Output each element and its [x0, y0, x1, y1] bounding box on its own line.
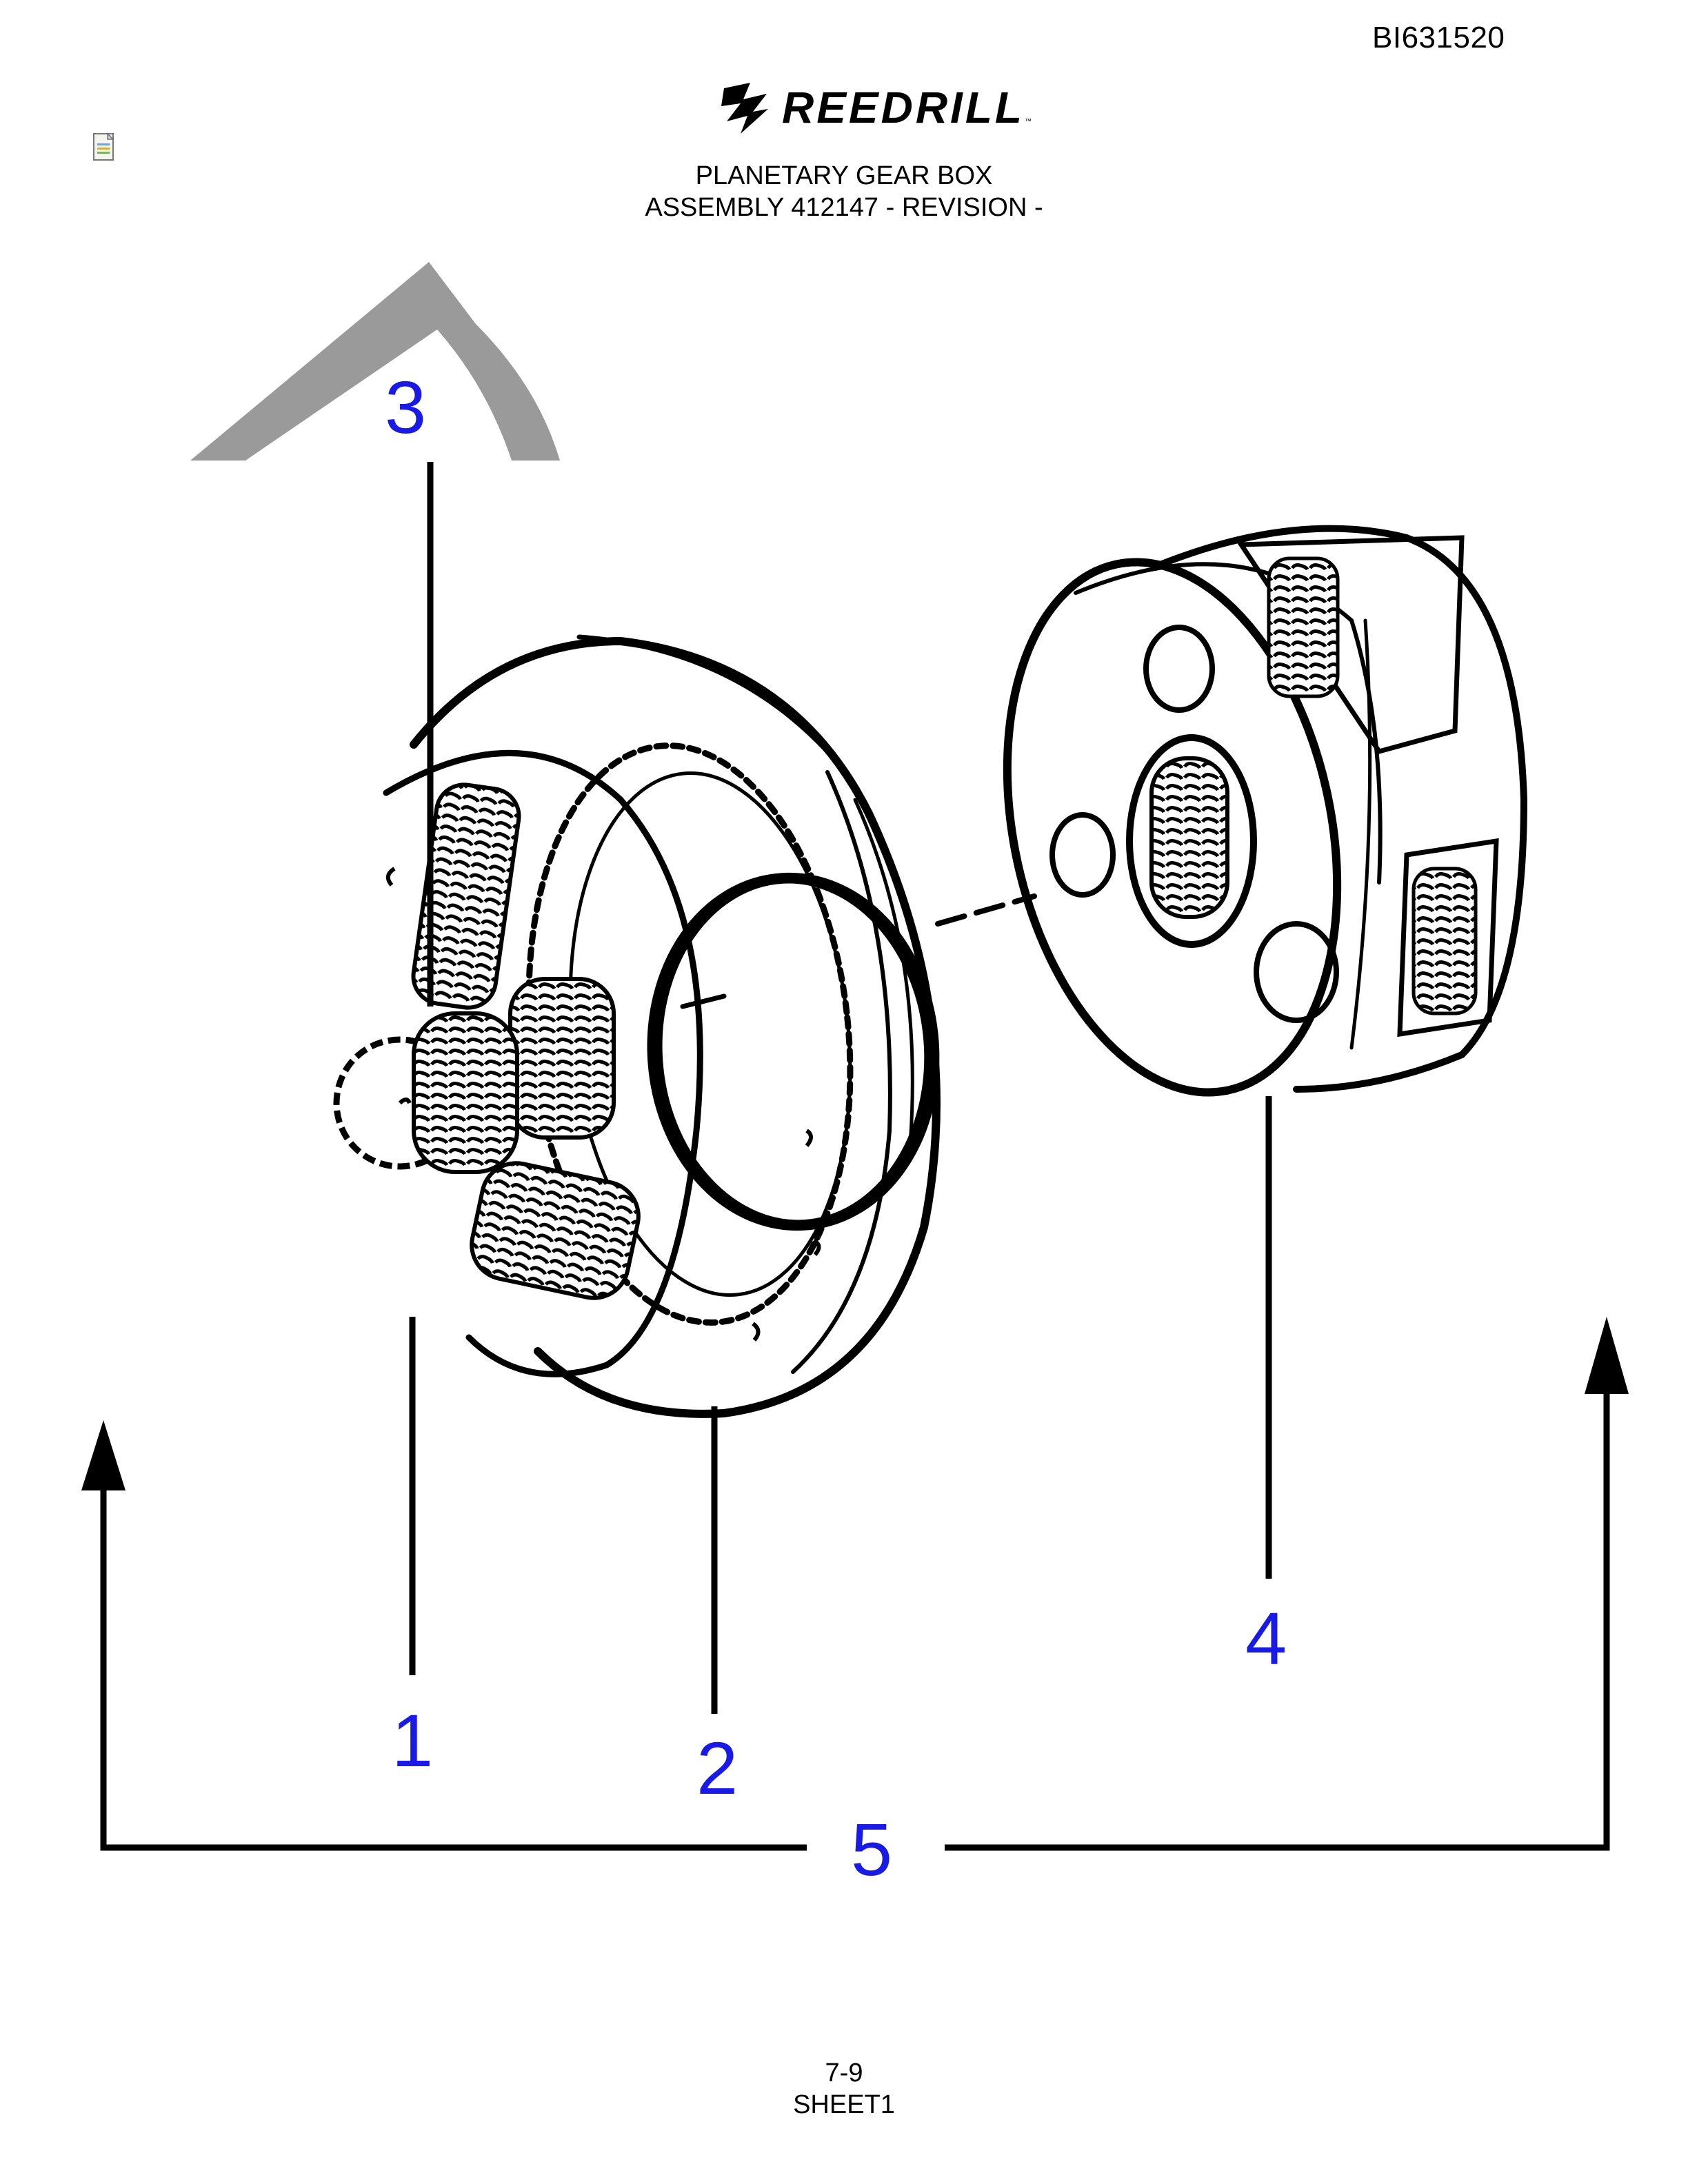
callout-3: 3: [385, 365, 426, 449]
drawing-title: PLANETARY GEAR BOX ASSEMBLY 412147 - REV…: [0, 160, 1688, 223]
page-footer: 7-9 SHEET1: [0, 2057, 1688, 2121]
document-id: BI631520: [1372, 21, 1505, 54]
leader-line-5-left: [100, 1489, 807, 1851]
callout-4: 4: [1245, 1597, 1287, 1680]
document-icon[interactable]: [91, 132, 119, 163]
callout-2: 2: [696, 1726, 738, 1810]
part-3-planet-gears: [333, 782, 821, 1342]
leader-line-5-right: [945, 1393, 1610, 1851]
callout-5: 5: [851, 1808, 892, 1891]
drill-bit-logo-icon: [721, 83, 768, 134]
title-line-1: PLANETARY GEAR BOX: [695, 161, 993, 190]
logo-text: REEDRILL: [782, 83, 1025, 132]
part-4-planet-carrier: [1003, 525, 1528, 1097]
reedrill-logo: REEDRILL ™: [717, 74, 1032, 141]
watermark-chevron: [190, 262, 560, 461]
part-2-ring-gear-housing: [383, 634, 1037, 1418]
logo-trademark: ™: [1025, 118, 1032, 125]
sheet-label: SHEET1: [793, 2090, 895, 2119]
page-number: 7-9: [825, 2059, 863, 2087]
leader-lines: [100, 462, 1610, 1851]
arrowhead-left: [81, 1420, 125, 1490]
callout-1: 1: [392, 1699, 433, 1782]
arrowheads: [81, 1317, 1629, 1490]
arrowhead-right: [1585, 1317, 1629, 1394]
title-line-2: ASSEMBLY 412147 - REVISION -: [645, 193, 1043, 222]
